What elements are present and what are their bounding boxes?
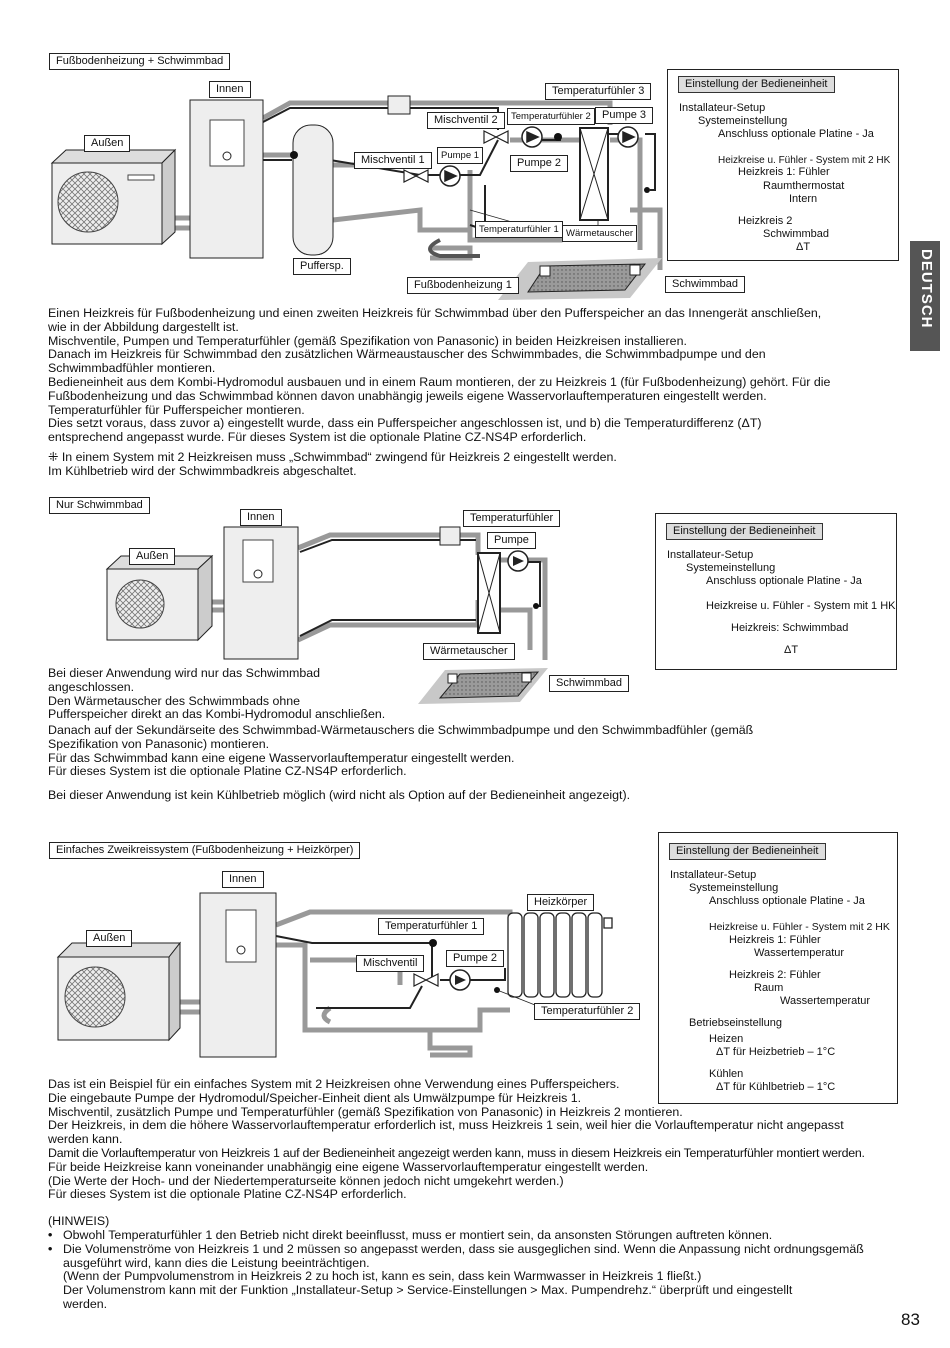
settings-line: Anschluss optionale Platine - Ja <box>706 575 862 587</box>
settings-line: Heizkreis 2 <box>738 215 793 227</box>
settings-line: Heizkreise u. Fühler - System mit 2 HK <box>709 921 890 933</box>
settings-line: Anschluss optionale Platine - Ja <box>718 128 874 140</box>
diagram1-title: Fußbodenheizung + Schwimmbad <box>49 53 231 70</box>
diagram1-text: Einen Heizkreis für Fußbodenheizung und … <box>48 306 831 445</box>
settings-line: Wassertemperatur <box>780 995 871 1007</box>
settings-header: Einstellung der Bedieneinheit <box>666 523 823 540</box>
settings-line: Heizkreis 1: Fühler <box>729 934 821 946</box>
page-number: 83 <box>901 1310 920 1329</box>
diagram1-drawing <box>50 95 663 300</box>
diagram2-drawing <box>105 526 548 704</box>
outdoor-unit-2 <box>105 554 214 642</box>
settings-line: ΔT <box>796 241 811 253</box>
label-pumpe-2: Pumpe 2 <box>510 155 569 172</box>
label-aussen-2: Außen <box>129 548 176 565</box>
settings-line: Raumthermostat <box>763 180 845 192</box>
settings-line: ΔT für Kühlbetrieb – 1°C <box>716 1081 836 1093</box>
indoor-unit-3 <box>199 892 277 1058</box>
outdoor-unit-3 <box>56 941 182 1042</box>
settings-line: Kühlen <box>709 1068 744 1080</box>
diagram1-note: ⁜ In einem System mit 2 Heizkreisen muss… <box>48 450 617 478</box>
radiator <box>507 912 613 998</box>
settings-line: Anschluss optionale Platine - Ja <box>709 895 865 907</box>
diagram3-title: Einfaches Zweikreissystem (Fußbodenheizu… <box>49 842 361 859</box>
label-temperaturfuehler-2: Temperaturfühler 2 <box>507 108 595 125</box>
settings-line: Installateur-Setup <box>667 549 754 561</box>
label-pumpe: Pumpe <box>487 532 536 549</box>
diagram2-text: Danach auf der Sekundärseite des Schwimm… <box>48 723 754 779</box>
indoor-unit-2 <box>223 526 299 660</box>
indoor-unit-1 <box>189 99 264 259</box>
label-innen-3: Innen <box>222 871 264 888</box>
settings-line: Heizkreise u. Fühler - System mit 1 HK <box>706 600 896 612</box>
label-waermetauscher-2: Wärmetauscher <box>423 643 515 660</box>
settings-line: ΔT <box>784 644 799 656</box>
label-temperaturfuehler-2-d3: Temperaturfühler 2 <box>534 1003 641 1020</box>
buffer-tank <box>292 124 334 256</box>
label-temperaturfuehler-3: Temperaturfühler 3 <box>545 83 652 100</box>
settings-panel-1: Einstellung der Bedieneinheit Installate… <box>667 69 899 261</box>
label-pumpe-1: Pumpe 1 <box>437 147 484 164</box>
label-pumpe-3: Pumpe 3 <box>595 107 654 124</box>
settings-line: Installateur-Setup <box>679 102 766 114</box>
settings-line: Betriebseinstellung <box>689 1017 782 1029</box>
label-mischventil-2: Mischventil 2 <box>427 112 505 129</box>
settings-line: Heizkreis 2: Fühler <box>729 969 821 981</box>
settings-line: Heizen <box>709 1033 744 1045</box>
label-temperaturfuehler-1-d3: Temperaturfühler 1 <box>378 918 485 935</box>
control-panel-icon <box>387 95 411 115</box>
settings-line: Heizkreis 1: Fühler <box>738 166 830 178</box>
language-tab: DEUTSCH <box>910 241 940 351</box>
settings-line: Systemeinstellung <box>698 115 788 127</box>
outdoor-unit-1 <box>50 148 177 246</box>
settings-panel-3: Einstellung der Bedieneinheit Installate… <box>658 832 898 1104</box>
label-aussen: Außen <box>84 135 131 152</box>
settings-line: Systemeinstellung <box>689 882 779 894</box>
label-fussbodenheizung-1: Fußbodenheizung 1 <box>407 277 519 294</box>
hinweis-list: •Obwohl Temperaturfühler 1 den Betrieb n… <box>48 1228 864 1311</box>
label-schwimmbad: Schwimmbad <box>665 276 746 293</box>
settings-line: Schwimmbad <box>763 228 830 240</box>
diagram2-note: Bei dieser Anwendung ist kein Kühlbetrie… <box>48 788 631 802</box>
settings-line: ΔT für Heizbetrieb – 1°C <box>716 1046 836 1058</box>
settings-header: Einstellung der Bedieneinheit <box>678 76 835 93</box>
settings-line: Heizkreis: Schwimmbad <box>731 622 849 634</box>
settings-line: Systemeinstellung <box>686 562 776 574</box>
label-aussen-3: Außen <box>86 930 133 947</box>
settings-line: Wassertemperatur <box>754 947 845 959</box>
diagram3-drawing <box>56 892 613 1058</box>
diagram2-title: Nur Schwimmbad <box>49 497 150 514</box>
label-mischventil-1: Mischventil 1 <box>354 152 432 169</box>
settings-line: Intern <box>789 193 818 205</box>
label-temperaturfuehler-1: Temperaturfühler 1 <box>475 221 563 238</box>
label-pufferspeicher: Puffersp. <box>293 258 351 275</box>
settings-line: Heizkreise u. Fühler - System mit 2 HK <box>718 155 891 166</box>
label-schwimmbad-2: Schwimmbad <box>549 675 630 692</box>
settings-line: Raum <box>754 982 784 994</box>
label-innen: Innen <box>209 81 251 98</box>
label-temperaturfuehler: Temperaturfühler <box>463 510 561 527</box>
settings-panel-2: Einstellung der Bedieneinheit Installate… <box>655 513 897 670</box>
settings-line: Installateur-Setup <box>670 869 757 881</box>
diagram3-text: Das ist ein Beispiel für ein einfaches S… <box>48 1077 865 1202</box>
label-waermetauscher: Wärmetauscher <box>562 225 638 242</box>
label-innen-2: Innen <box>240 509 282 526</box>
language-tab-label: DEUTSCH <box>918 249 935 329</box>
diagram2-text-left: Bei dieser Anwendung wird nur das Schwim… <box>48 666 386 722</box>
hinweis-title: (HINWEIS) <box>48 1214 110 1228</box>
control-panel-icon <box>439 526 461 546</box>
label-pumpe-2-d3: Pumpe 2 <box>446 950 505 967</box>
label-mischventil: Mischventil <box>356 955 425 972</box>
settings-header: Einstellung der Bedieneinheit <box>669 843 826 860</box>
label-heizkoerper: Heizkörper <box>527 894 595 911</box>
